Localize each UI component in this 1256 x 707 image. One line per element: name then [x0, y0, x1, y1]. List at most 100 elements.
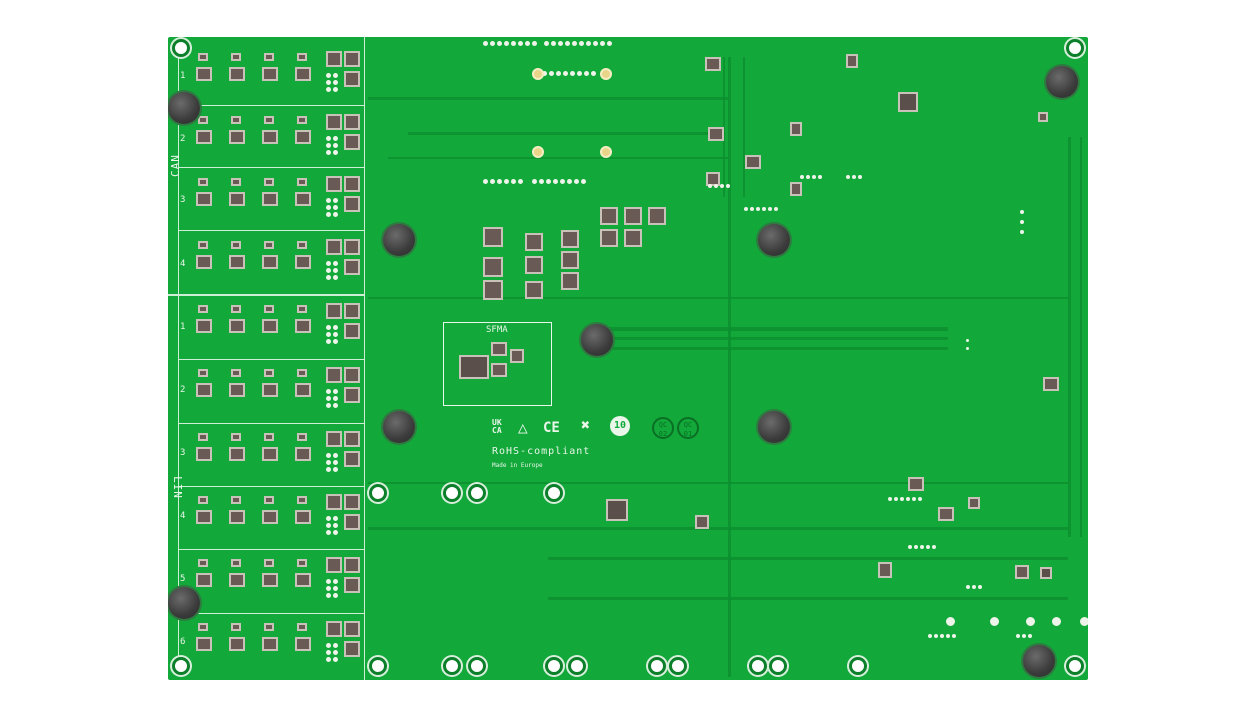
rubber-foot [1046, 66, 1078, 98]
smd-part [231, 496, 241, 504]
made-in-text: Made in Europe [492, 462, 543, 469]
transceiver-ic [229, 637, 245, 651]
transceiver-ic [262, 319, 278, 333]
via-pad [326, 650, 331, 655]
transceiver-ic [295, 255, 311, 269]
smd-chip [561, 251, 579, 269]
smd-part [198, 178, 208, 186]
sfma-chip [510, 349, 524, 363]
row-divider [178, 423, 364, 424]
mounting-hole [443, 657, 461, 675]
header-pad [577, 71, 582, 76]
choke [344, 303, 360, 319]
transceiver-ic [295, 383, 311, 397]
trace [598, 347, 948, 350]
smd-chip [624, 229, 642, 247]
can-label: CAN [168, 154, 182, 177]
via-pad [333, 523, 338, 528]
smd-part [297, 178, 307, 186]
smd-part [297, 369, 307, 377]
smd-chip [846, 54, 858, 68]
transceiver-ic [229, 319, 245, 333]
row-divider [178, 359, 364, 360]
smd-part [264, 241, 274, 249]
header-pad [574, 179, 579, 184]
smd-part [198, 433, 208, 441]
via-pad [333, 205, 338, 210]
header-pad [504, 179, 509, 184]
esd-warning-icon: △ [518, 418, 528, 437]
choke [344, 51, 360, 67]
choke [326, 621, 342, 637]
sfma-chip [491, 342, 507, 356]
via-pad [333, 657, 338, 662]
via-pad [326, 643, 331, 648]
choke [326, 239, 342, 255]
smd-chip [483, 280, 503, 300]
smd-chip [878, 562, 892, 578]
transceiver-ic [262, 192, 278, 206]
smd-part [297, 559, 307, 567]
transceiver-ic [196, 573, 212, 587]
header-pad [518, 179, 523, 184]
header-pad [532, 41, 537, 46]
mounting-hole [769, 657, 787, 675]
choke [344, 196, 360, 212]
lin-channel-5: 5 [180, 574, 186, 584]
row-divider [178, 167, 364, 168]
header-pad [539, 179, 544, 184]
left-section-border [364, 37, 365, 680]
rubber-foot [758, 411, 790, 443]
rubber-foot [168, 587, 200, 619]
mounting-hole [468, 484, 486, 502]
smd-pad [920, 545, 924, 549]
row-divider [178, 486, 364, 487]
row-divider [178, 613, 364, 614]
via-pad [333, 593, 338, 598]
smd-pad [918, 497, 922, 501]
transceiver-ic [295, 192, 311, 206]
transceiver-ic [295, 67, 311, 81]
transceiver-ic [262, 130, 278, 144]
smd-chip [600, 229, 618, 247]
smd-pad [934, 634, 938, 638]
transceiver-ic [229, 255, 245, 269]
via-pad [333, 80, 338, 85]
trace [368, 297, 1068, 299]
via-pad [333, 87, 338, 92]
transceiver-ic [262, 447, 278, 461]
can-channel-4: 4 [180, 259, 186, 269]
via-pad [326, 73, 331, 78]
lin-label: LIN [170, 476, 184, 499]
smd-pad [812, 175, 816, 179]
smd-pad [906, 497, 910, 501]
smd-part [231, 241, 241, 249]
smd-part [264, 116, 274, 124]
via-pad [333, 396, 338, 401]
via-pad [326, 275, 331, 280]
smd-chip [525, 281, 543, 299]
choke [344, 134, 360, 150]
via-pad [333, 516, 338, 521]
smd-part [198, 369, 208, 377]
smd-pad [1052, 617, 1061, 626]
smd-pad [852, 175, 856, 179]
transceiver-ic [229, 510, 245, 524]
mounting-hole [545, 657, 563, 675]
choke [326, 114, 342, 130]
smd-pad [926, 545, 930, 549]
sfma-chip [491, 363, 507, 377]
via-pad [333, 332, 338, 337]
transceiver-ic [295, 510, 311, 524]
rubber-foot [168, 92, 200, 124]
smd-pad [1016, 634, 1020, 638]
rubber-foot [581, 324, 613, 356]
smd-chip [1015, 565, 1029, 579]
header-pad [511, 179, 516, 184]
transceiver-ic [196, 67, 212, 81]
header-pad [567, 179, 572, 184]
transceiver-ic [262, 573, 278, 587]
ukca-mark: UK CA [492, 418, 502, 435]
smd-part [198, 116, 208, 124]
transceiver-ic [262, 510, 278, 524]
